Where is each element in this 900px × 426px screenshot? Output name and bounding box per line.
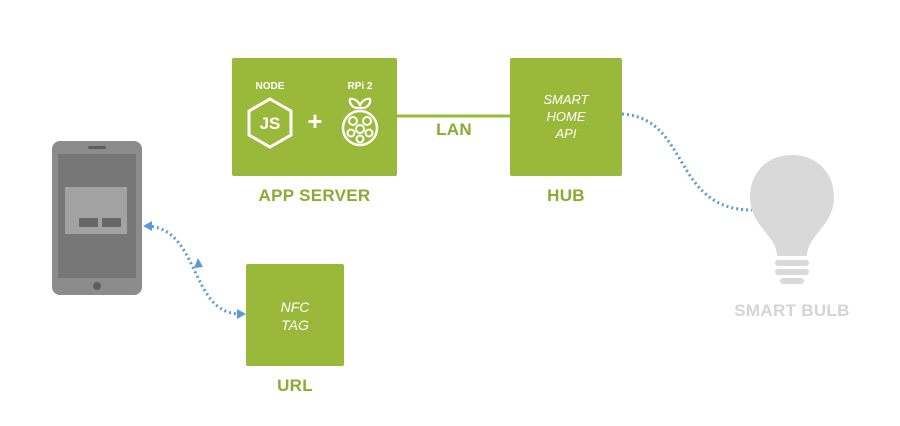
app-server-box: NODE JS + RPi 2 <box>232 58 397 176</box>
lightbulb-icon <box>750 155 834 284</box>
hub-title: HUB <box>547 186 585 205</box>
app-server-title: APP SERVER <box>258 186 371 205</box>
nfc-title: URL <box>277 376 313 395</box>
arrowhead-mid <box>194 258 203 268</box>
rpi-label: RPi 2 <box>347 81 373 92</box>
raspberry-pi-icon <box>341 97 379 147</box>
phone-nfc-connection <box>146 224 241 316</box>
nfc-tag-box: NFC TAG <box>246 264 344 366</box>
node-label: NODE <box>255 81 285 92</box>
nfc-line-2: TAG <box>281 317 309 333</box>
lan-label: LAN <box>436 120 472 139</box>
smart-bulb-title: SMART BULB <box>734 301 850 320</box>
hub-line-1: SMART <box>543 92 589 107</box>
smartphone-icon <box>52 141 142 295</box>
hub-line-3: API <box>555 126 577 141</box>
arrowhead-tag <box>237 309 246 319</box>
hub-line-2: HOME <box>546 109 586 124</box>
hub-bulb-connection <box>621 112 753 212</box>
nfc-line-1: NFC <box>280 299 310 315</box>
svg-text:JS: JS <box>260 114 281 133</box>
nodejs-icon: JS <box>247 97 293 149</box>
arrowhead-phone <box>143 221 152 231</box>
plus-sign: + <box>307 106 323 136</box>
hub-box: SMART HOME API <box>510 58 622 176</box>
